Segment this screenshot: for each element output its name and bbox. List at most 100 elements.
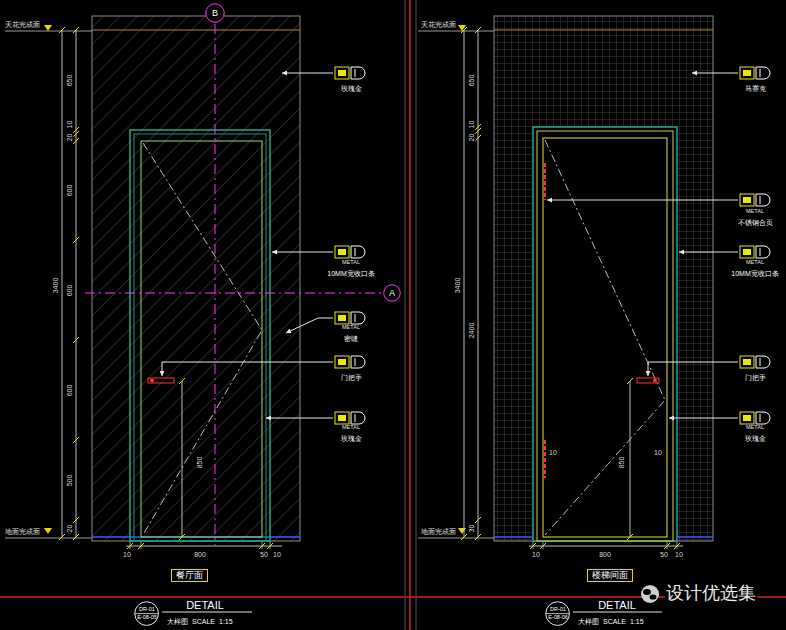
leader-line (272, 252, 333, 253)
dimension: 500 (67, 473, 74, 487)
leader-line (669, 418, 738, 419)
door-frame (130, 130, 270, 541)
leader-line (648, 362, 738, 376)
section-marker: B (205, 3, 225, 23)
section-marker-circle (206, 4, 225, 23)
dimension: 850 (197, 455, 204, 469)
level-triangle (44, 528, 52, 534)
material-callout: 10MM宽收口条 (730, 270, 779, 277)
leader-line (282, 73, 333, 74)
detail-tag-circle (546, 602, 570, 626)
swing-line (545, 140, 665, 535)
watermark-icon (650, 594, 657, 599)
dimension: 50 (259, 551, 269, 558)
node-text: E-08-06 (548, 615, 568, 621)
door-handle (148, 378, 174, 383)
dimension: 10 (468, 119, 475, 129)
ceiling-line (494, 30, 713, 31)
material-callout: 门把手 (744, 374, 767, 381)
section-line (215, 24, 216, 545)
material-callout: 马赛克 (744, 85, 767, 92)
dimension: 850 (619, 455, 626, 469)
detail-title: DETAIL (597, 600, 637, 611)
mosaic-wall (494, 16, 713, 541)
dimension: 30 (468, 523, 475, 533)
sheet-border (416, 0, 417, 630)
dimension-tick (73, 27, 79, 540)
view-caption-frame (588, 569, 633, 581)
leader-line (266, 418, 333, 419)
leader-line (286, 318, 333, 333)
door-frame (533, 127, 677, 541)
scale-note: 大样图 (577, 618, 600, 625)
dimension-tick (59, 27, 65, 540)
dimension-line (529, 546, 683, 547)
sheet-border (405, 0, 406, 630)
node-text: 餐厅面 (176, 571, 203, 580)
title-underline (573, 612, 662, 613)
door-leaf (141, 141, 262, 537)
swing-line (143, 143, 262, 535)
level-triangle (458, 25, 466, 31)
dimension: 10 (548, 449, 558, 456)
dimension: 600 (67, 383, 74, 397)
dimension-line (182, 381, 183, 537)
door-frame (537, 131, 673, 541)
material-tag (335, 67, 365, 79)
dimension: 3400 (52, 276, 59, 294)
dimension-extension (533, 541, 677, 549)
dimension: 3400 (454, 276, 461, 294)
material-category: METAL (341, 260, 361, 266)
detail-tag-outline (134, 601, 159, 626)
ceiling-line (92, 30, 300, 31)
hinge (544, 163, 546, 200)
material-tag (740, 412, 770, 424)
material-category: METAL (745, 260, 765, 266)
dimension-extension (130, 541, 270, 549)
dimension-line (630, 381, 631, 537)
door-leaf (543, 138, 667, 537)
door-handle (637, 378, 659, 383)
material-tag (740, 194, 770, 206)
watermark-icon (643, 589, 651, 595)
wall-hatch (92, 16, 300, 541)
dimension: 2400 (468, 321, 475, 339)
material-tag (740, 356, 770, 368)
node-text: B (212, 9, 218, 18)
node-text: DR-01 (550, 607, 566, 613)
dimension: 650 (469, 73, 476, 87)
level-line (5, 31, 92, 32)
material-callout: 密缝 (343, 335, 359, 342)
material-callout: 玫瑰金 (340, 85, 363, 92)
dimension-line (126, 546, 282, 547)
watermark-icon (641, 585, 659, 603)
dimension: 650 (67, 73, 74, 87)
dimension: 50 (659, 551, 669, 558)
material-tag (335, 356, 365, 368)
material-category: METAL (341, 425, 361, 431)
leader-line (692, 73, 738, 74)
level-triangle (458, 528, 466, 534)
detail-tag-circle (135, 602, 159, 626)
level-mark: 天花完成面 (4, 21, 41, 28)
hinge (544, 440, 546, 478)
dimension: 600 (67, 183, 74, 197)
dimension-tick (627, 378, 633, 540)
level-mark: 天花完成面 (420, 21, 457, 28)
level-mark: 地面完成面 (4, 528, 41, 535)
detail-tag-outline (545, 601, 570, 626)
door-handle (150, 379, 154, 383)
dimension: 10 (272, 551, 282, 558)
section-marker: A (383, 284, 401, 302)
dimension: 20 (66, 132, 73, 142)
section-marker-circle (384, 285, 401, 302)
material-tag (740, 67, 770, 79)
level-line (418, 31, 494, 32)
material-category: METAL (745, 425, 765, 431)
scale-note: SCALE (191, 618, 216, 625)
section-line (85, 293, 383, 294)
scale-note: SCALE (602, 618, 627, 625)
node-text: 楼梯间面 (592, 571, 628, 580)
